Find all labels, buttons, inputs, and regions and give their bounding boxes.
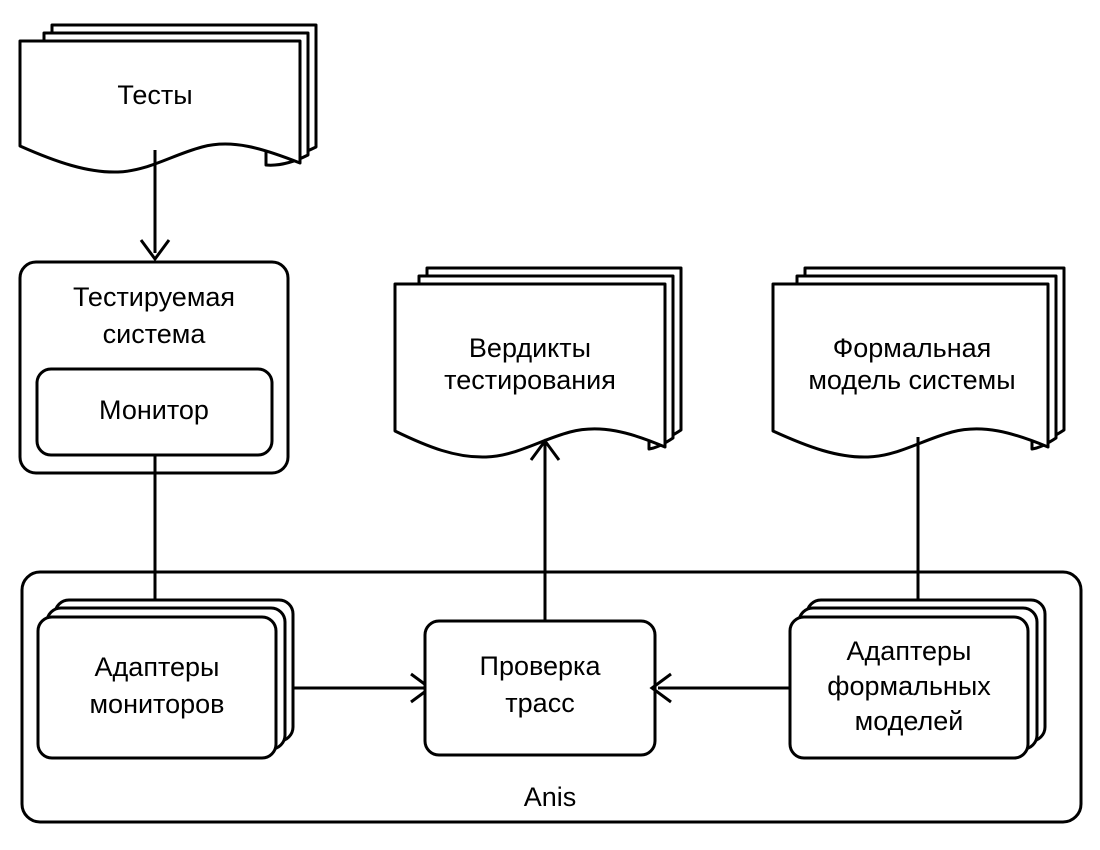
monitor-adapters-label-line2: мониторов [89,689,224,719]
edge-tests-to-system [139,150,171,262]
edge-tests-to-system-arrowhead [139,239,171,262]
node-monitor[interactable]: Монитор [35,367,274,457]
node-formal-model-adapters[interactable]: Адаптеры формальных моделей [788,598,1047,760]
edge-formal-adapters-to-trace-check [649,672,790,704]
trace-check-rect [423,619,657,757]
trace-check-label-line1: Проверка [480,651,602,681]
system-under-test-label-line2: система [103,319,207,349]
node-monitor-adapters[interactable]: Адаптеры мониторов [36,598,295,760]
formal-model-adapters-label-line2: формальных [827,671,991,701]
verdicts-doc-label-line1: Вердикты [469,333,591,363]
formal-model-adapters-label-line1: Адаптеры [847,636,972,666]
monitor-adapters-label-line1: Адаптеры [95,652,220,682]
edge-trace-check-to-verdicts [529,438,561,625]
node-system-under-test[interactable]: Тестируемая система Монитор [18,260,290,475]
monitor-label: Монитор [99,395,209,425]
tests-doc-sheet-1 [18,39,302,174]
edge-trace-check-to-verdicts-arrowhead [529,438,561,461]
verdicts-doc-label-line2: тестирования [444,365,616,395]
tests-doc-label: Тесты [117,80,192,110]
anis-container-label: Anis [524,782,577,812]
node-tests-doc[interactable]: Тесты [18,23,318,174]
formal-model-doc-label-line1: Формальная [833,333,992,363]
edge-formal-adapters-to-trace-check-arrowhead [649,672,672,704]
formal-model-doc-label-line2: модель системы [808,365,1015,395]
formal-model-adapters-label-line3: моделей [855,706,964,736]
monitor-adapters-sheet-1 [36,615,278,760]
node-trace-check[interactable]: Проверка трасс [423,619,657,757]
trace-check-label-line2: трасс [505,688,574,718]
node-formal-model-doc[interactable]: Формальная модель системы [771,266,1066,459]
formal-model-doc-sheet-1 [771,282,1050,459]
node-verdicts-doc[interactable]: Вердикты тестирования [393,266,683,459]
verdicts-doc-sheet-1 [393,282,667,459]
formal-model-adapters-sheet-1 [788,615,1030,760]
system-under-test-label-line1: Тестируемая [73,282,235,312]
